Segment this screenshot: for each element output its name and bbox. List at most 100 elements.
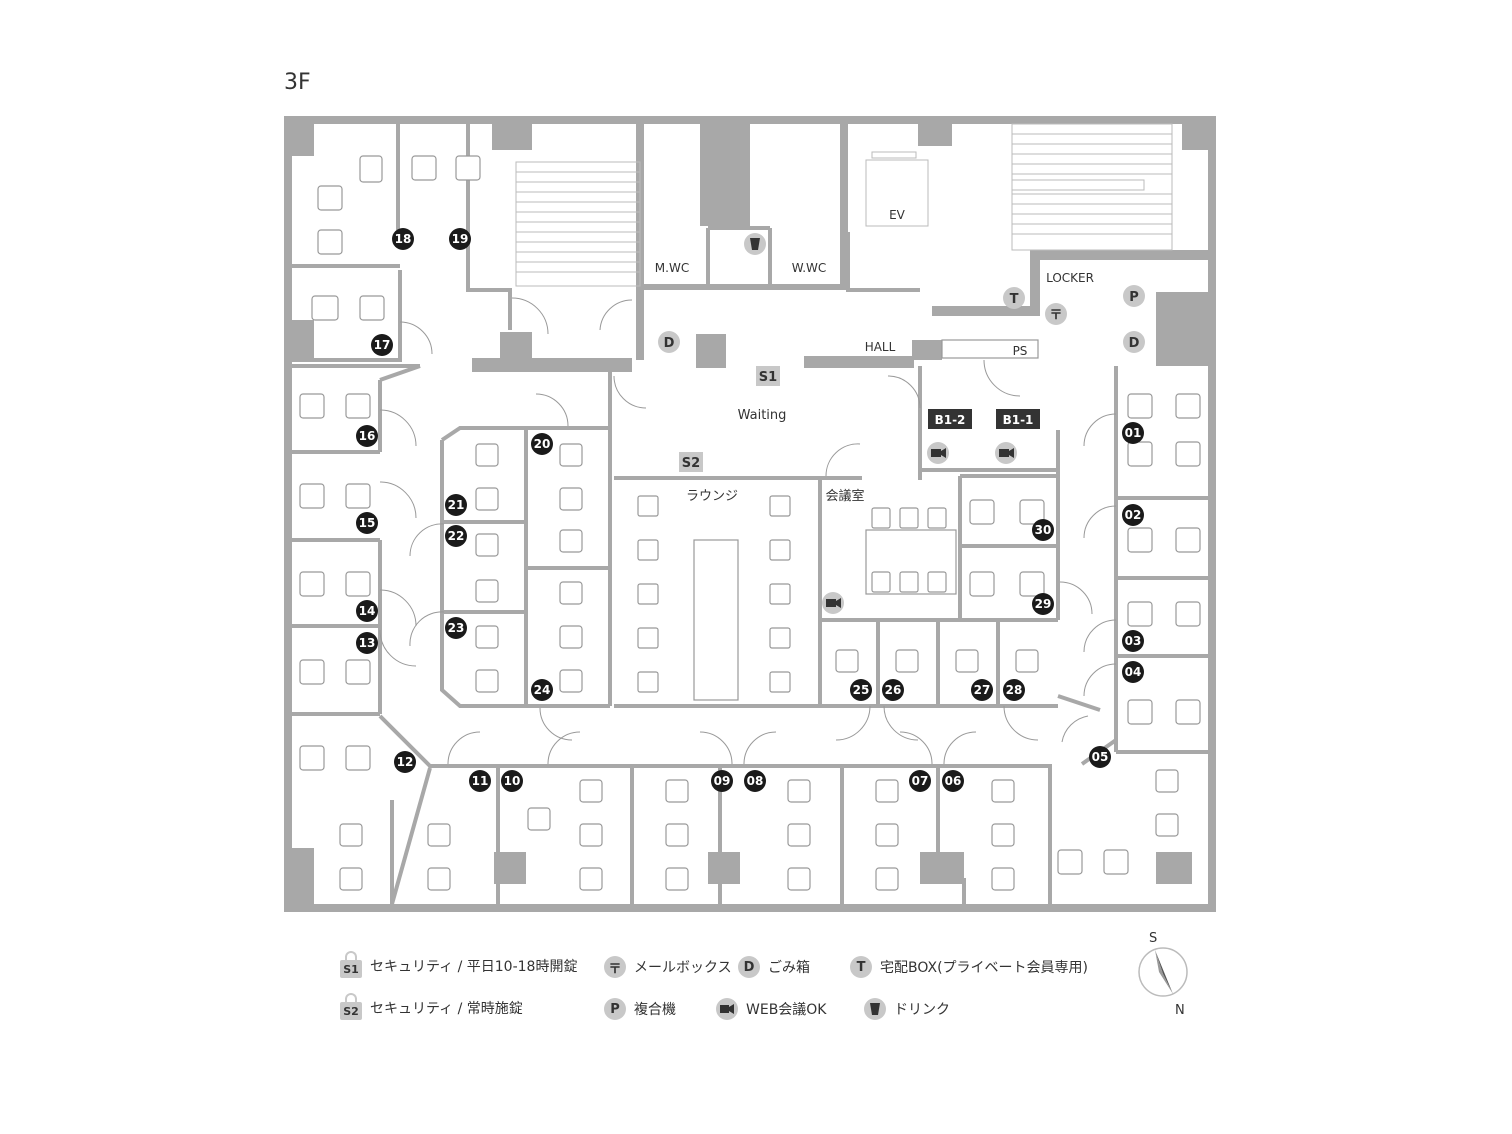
- room-number: 29: [1035, 597, 1052, 611]
- room-badge-08: 08: [744, 770, 766, 792]
- room-badge-18: 18: [392, 228, 414, 250]
- room-badge-26: 26: [882, 679, 904, 701]
- waiting-label: Waiting: [738, 408, 787, 423]
- compass-needle-icon: [1155, 950, 1173, 994]
- room-badge-29: 29: [1032, 593, 1054, 615]
- room-badge-13: 13: [356, 632, 378, 654]
- legend-s2: S2 セキュリティ / 常時施錠: [340, 993, 523, 1020]
- room-badge-10: 10: [501, 770, 523, 792]
- ps-label: PS: [1013, 344, 1028, 358]
- copier-marker: P: [1129, 290, 1139, 305]
- room-badge-01: 01: [1122, 422, 1144, 444]
- room-number: 27: [974, 683, 991, 697]
- room-badge-06: 06: [942, 770, 964, 792]
- room-number: 20: [534, 437, 551, 451]
- legend-copier: P 複合機: [604, 998, 676, 1020]
- camera-icon: [716, 998, 738, 1020]
- room-number: 21: [448, 498, 465, 512]
- room-number: 08: [747, 774, 764, 788]
- hall-label: HALL: [865, 340, 896, 354]
- room-badge-25: 25: [850, 679, 872, 701]
- lock-icon: S2: [340, 993, 362, 1020]
- room-number: 26: [885, 683, 902, 697]
- room-badge-02: 02: [1122, 504, 1144, 526]
- legend-web: WEB会議OK: [716, 998, 827, 1020]
- legend-copier-text: 複合機: [634, 1002, 676, 1018]
- doors: [379, 297, 1117, 765]
- drink-icon: [864, 998, 886, 1020]
- room-badge-21: 21: [445, 494, 467, 516]
- furniture: [299, 155, 1201, 891]
- room-badge-11: 11: [469, 770, 491, 792]
- mwc-label: M.WC: [655, 261, 689, 275]
- room-number: 23: [448, 621, 465, 635]
- room-number: 01: [1125, 426, 1142, 440]
- legend-trash: D ごみ箱: [738, 956, 810, 978]
- legend-mailbox-text: メールボックス: [634, 960, 732, 976]
- room-number: 18: [395, 232, 412, 246]
- stairs: [515, 123, 1173, 287]
- compass-south: S: [1149, 931, 1157, 946]
- room-number: 04: [1125, 665, 1142, 679]
- room-number: 30: [1035, 523, 1052, 537]
- room-number: 07: [912, 774, 929, 788]
- lock-icon: S1: [340, 951, 362, 978]
- room-number: 06: [945, 774, 962, 788]
- room-badge-24: 24: [531, 679, 553, 701]
- copier-icon: P: [604, 998, 626, 1020]
- floor-label: 3F: [284, 70, 311, 95]
- ev-label: EV: [889, 208, 906, 222]
- room-number: 17: [374, 338, 391, 352]
- room-badge-22: 22: [445, 525, 467, 547]
- room-badge-23: 23: [445, 617, 467, 639]
- room-badge-19: 19: [449, 228, 471, 250]
- wwc-label: W.WC: [792, 261, 827, 275]
- room-number: 16: [359, 429, 376, 443]
- room-number: 14: [359, 604, 376, 618]
- room-number: 02: [1125, 508, 1142, 522]
- legend-web-text: WEB会議OK: [746, 1002, 827, 1018]
- room-badge-20: 20: [531, 433, 553, 455]
- meeting-room-label: 会議室: [825, 488, 864, 504]
- room-number: 10: [504, 774, 521, 788]
- room-badge-05: 05: [1089, 746, 1111, 768]
- room-badges: 01 02 03 04 05 06 07 08 09 10 11 12 13 14 15 16 17 18 19 20…: [356, 228, 1144, 792]
- room-badge-12: 12: [394, 751, 416, 773]
- room-badge-15: 15: [356, 512, 378, 534]
- delivery-box-marker: T: [1010, 292, 1019, 307]
- room-number: 28: [1006, 683, 1023, 697]
- room-badge-27: 27: [971, 679, 993, 701]
- trash-marker-2: D: [1129, 336, 1140, 351]
- room-number: 09: [714, 774, 731, 788]
- camera-icon: [822, 442, 1017, 614]
- booth-b1-1-label: B1-1: [1003, 413, 1034, 427]
- legend-drink: ドリンク: [864, 998, 950, 1020]
- s1-marker: S1: [759, 370, 777, 385]
- room-badge-28: 28: [1003, 679, 1025, 701]
- trash-marker-1: D: [664, 336, 675, 351]
- legend-delivery-text: 宅配BOX(プライベート会員専用): [880, 960, 1088, 976]
- booth-b1-2-label: B1-2: [935, 413, 966, 427]
- room-badge-17: 17: [371, 334, 393, 356]
- room-badge-03: 03: [1122, 630, 1144, 652]
- legend-s1: S1 セキュリティ / 平日10-18時開錠: [340, 951, 577, 978]
- room-number: 19: [452, 232, 469, 246]
- locker-label: LOCKER: [1046, 271, 1094, 285]
- legend-delivery: T 宅配BOX(プライベート会員専用): [850, 956, 1088, 978]
- room-number: 24: [534, 683, 551, 697]
- room-badge-04: 04: [1122, 661, 1144, 683]
- s2-marker: S2: [682, 456, 700, 471]
- room-badge-16: 16: [356, 425, 378, 447]
- legend-trash-text: ごみ箱: [768, 960, 810, 976]
- room-number: 25: [853, 683, 870, 697]
- legend-mailbox: 〒 メールボックス: [604, 956, 732, 978]
- room-badge-14: 14: [356, 600, 378, 622]
- interior-walls: [290, 124, 1208, 905]
- room-number: 15: [359, 516, 376, 530]
- room-number: 22: [448, 529, 465, 543]
- trash-icon: D: [738, 956, 760, 978]
- compass-north: N: [1175, 1003, 1185, 1018]
- compass: S N: [1138, 931, 1188, 1018]
- map-icons: S1 S2 T P 〒 D D: [658, 233, 1145, 614]
